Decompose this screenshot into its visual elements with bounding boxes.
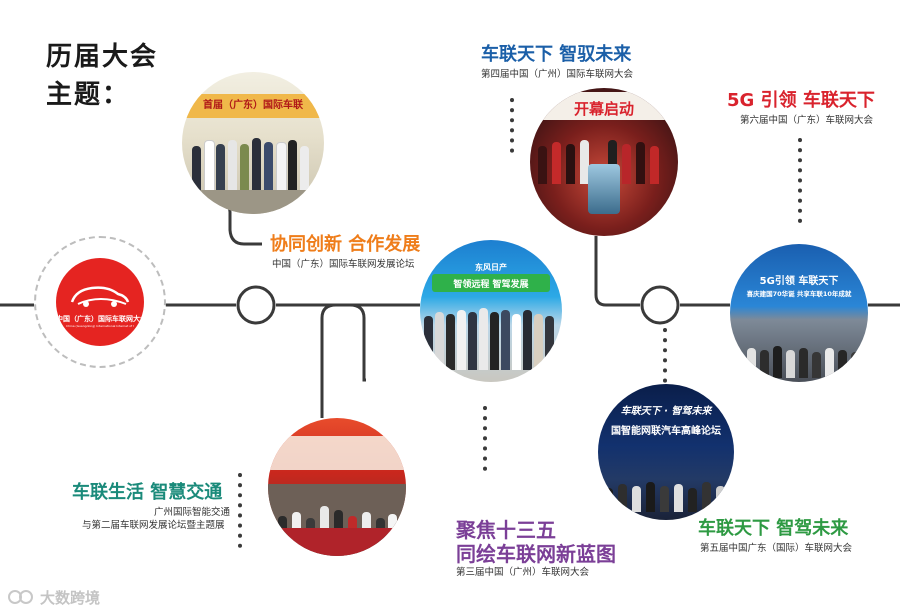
event5-title: 车联天下 智驾未来 bbox=[698, 518, 849, 539]
event6-audience bbox=[734, 328, 864, 378]
event6-subtitle: 第六届中国（广东）车联网大会 bbox=[740, 115, 874, 126]
event4-banner-text: 开幕启动 bbox=[573, 100, 634, 118]
conference-logo-ring: 中国（广东）国际车联网大会 China (Guangdong) Internat… bbox=[34, 236, 166, 368]
event3-title-line1: 聚焦十三五 bbox=[456, 518, 556, 542]
event1-photo-banner: 首届（广东）国际车联 bbox=[182, 94, 324, 118]
page-title-line2: 主题： bbox=[46, 80, 131, 110]
event5-banner-line2: 国智能网联汽车高峰论坛 bbox=[611, 426, 721, 437]
event5-photo: 车联天下 · 智驾未来 国智能网联汽车高峰论坛 bbox=[598, 384, 734, 520]
watermark-logo-icon bbox=[8, 590, 33, 604]
event1-crowd bbox=[192, 130, 314, 194]
page-title: 历届大会 主题： bbox=[46, 38, 158, 114]
event2-subtitle-line2: 与第二届车联网发展论坛暨主题展 bbox=[82, 520, 225, 531]
watermark: 大数跨境 bbox=[6, 586, 100, 608]
timeline-hub-left bbox=[236, 285, 276, 325]
event6-photo: 5G引领 车联天下 喜庆建国70华诞 共享车联10年成就 bbox=[730, 244, 868, 382]
watermark-text: 大数跨境 bbox=[40, 588, 101, 607]
event4-crowd bbox=[538, 134, 670, 184]
car-silhouette-icon bbox=[70, 286, 130, 307]
event4-subtitle: 第四届中国（广州）国际车联网大会 bbox=[481, 69, 634, 80]
event1-banner-text: 首届（广东）国际车联 bbox=[203, 100, 303, 111]
timeline-hub-right bbox=[640, 285, 680, 325]
conference-logo: 中国（广东）国际车联网大会 China (Guangdong) Internat… bbox=[56, 258, 144, 346]
event3-photo: 东风日产 智领远程 智驾发展 bbox=[420, 240, 562, 382]
event3-banner-text: 智领远程 智驾发展 bbox=[453, 280, 529, 290]
event6-banner-line2: 喜庆建国70华诞 共享车联10年成就 bbox=[746, 290, 852, 298]
event5-banner-line1: 车联天下 · 智驾未来 bbox=[620, 406, 712, 417]
event1-title: 协同创新 合作发展 bbox=[270, 234, 421, 255]
event6-banner-line1: 5G引领 车联天下 bbox=[759, 276, 839, 287]
event5-audience bbox=[602, 462, 730, 512]
event1-photo: 首届（广东）国际车联 bbox=[182, 72, 324, 214]
timeline-line-to-event2 bbox=[320, 303, 350, 418]
event5-subtitle: 第五届中国广东（国际）车联网大会 bbox=[700, 543, 853, 554]
timeline-line-to-event3 bbox=[349, 303, 366, 382]
event3-banner-brand: 东风日产 bbox=[475, 263, 507, 272]
event3-crowd bbox=[424, 300, 558, 370]
event4-title: 车联天下 智驭未来 bbox=[481, 44, 632, 65]
event4-photo: 开幕启动 bbox=[530, 88, 678, 236]
event2-photo bbox=[268, 418, 406, 556]
event2-title: 车联生活 智慧交通 bbox=[72, 482, 223, 503]
event3-title-line2: 同绘车联网新蓝图 bbox=[456, 542, 616, 566]
event3-subtitle: 第三届中国（广州）车联网大会 bbox=[456, 567, 590, 578]
logo-text-en: China (Guangdong) International Internet… bbox=[66, 324, 134, 328]
event1-subtitle: 中国（广东）国际车联网发展论坛 bbox=[272, 259, 415, 270]
logo-text-cn: 中国（广东）国际车联网大会 bbox=[56, 315, 144, 323]
page-title-line1: 历届大会 bbox=[46, 42, 159, 72]
event2-subtitle-line1: 广州国际智能交通 bbox=[154, 507, 231, 518]
event6-title: 5G 引领 车联天下 bbox=[727, 90, 875, 111]
timeline-line-up-photo4 bbox=[594, 236, 640, 307]
